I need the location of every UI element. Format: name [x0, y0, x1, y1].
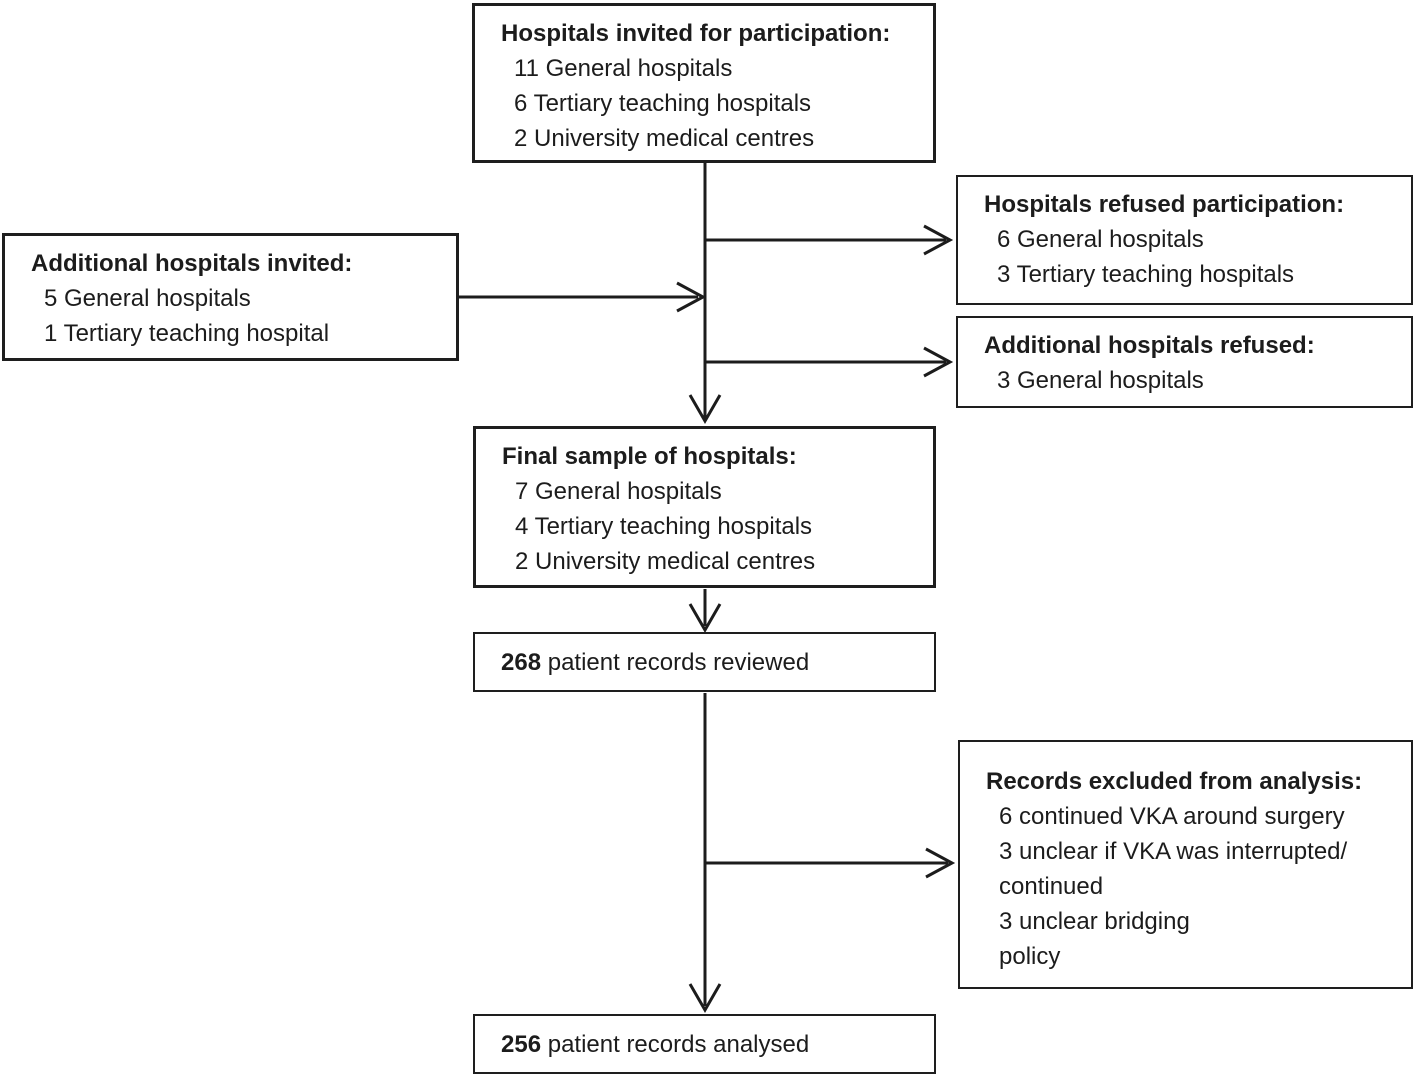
records-analysed-count: 256: [501, 1030, 542, 1058]
arrow-branch-refused: [705, 224, 954, 256]
box-final-sample-item: 7 General hospitals: [515, 478, 722, 505]
box-hospitals-invited-item: 2 University medical centres: [514, 125, 815, 152]
box-final-sample-item: 4 Tertiary teaching hospitals: [515, 513, 813, 540]
box-hospitals-refused-item: 3 Tertiary teaching hospitals: [997, 261, 1295, 288]
box-records-excluded-item: continued: [999, 873, 1104, 900]
box-records-excluded: Records excluded from analysis: 6 contin…: [958, 740, 1413, 989]
box-additional-hospitals-invited-item: 5 General hospitals: [44, 285, 251, 312]
box-additional-hospitals-invited-title: Additional hospitals invited:: [31, 250, 353, 277]
box-records-excluded-item: policy: [999, 943, 1061, 970]
box-records-excluded-item: 6 continued VKA around surgery: [999, 803, 1345, 830]
arrow-additional-invited-to-main: [459, 281, 707, 313]
records-reviewed-count: 268: [501, 648, 542, 676]
arrow-invited-to-final: [688, 163, 722, 425]
records-reviewed-label: patient records reviewed: [541, 648, 810, 676]
box-hospitals-invited-item: 11 General hospitals: [514, 55, 733, 82]
box-hospitals-refused: Hospitals refused participation: 6 Gener…: [956, 175, 1413, 305]
box-hospitals-invited-item: 6 Tertiary teaching hospitals: [514, 90, 812, 117]
box-final-sample: Final sample of hospitals: 7 General hos…: [473, 426, 936, 588]
box-records-excluded-title: Records excluded from analysis:: [986, 768, 1363, 795]
box-final-sample-title: Final sample of hospitals:: [502, 443, 797, 470]
arrow-reviewed-to-analysed: [688, 693, 722, 1014]
box-records-excluded-item: 3 unclear if VKA was interrupted/: [999, 838, 1348, 865]
box-hospitals-refused-title: Hospitals refused participation:: [984, 191, 1345, 218]
arrow-final-to-reviewed: [688, 589, 722, 634]
box-records-reviewed: 268 patient records reviewed: [473, 632, 936, 692]
box-additional-hospitals-refused-title: Additional hospitals refused:: [984, 332, 1315, 359]
records-analysed-label: patient records analysed: [541, 1030, 810, 1058]
arrow-branch-additional-refused: [705, 346, 954, 378]
box-hospitals-refused-item: 6 General hospitals: [997, 226, 1204, 253]
arrow-branch-excluded: [705, 847, 956, 879]
box-records-analysed: 256 patient records analysed: [473, 1014, 936, 1074]
box-additional-hospitals-refused-item: 3 General hospitals: [997, 367, 1204, 394]
box-hospitals-invited: Hospitals invited for participation: 11 …: [472, 3, 936, 163]
box-additional-hospitals-invited: Additional hospitals invited: 5 General …: [2, 233, 459, 361]
box-hospitals-invited-title: Hospitals invited for participation:: [501, 20, 891, 47]
box-additional-hospitals-refused: Additional hospitals refused: 3 General …: [956, 316, 1413, 408]
box-additional-hospitals-invited-item: 1 Tertiary teaching hospital: [44, 320, 330, 347]
box-records-excluded-item: 3 unclear bridging: [999, 908, 1190, 935]
box-final-sample-item: 2 University medical centres: [515, 548, 816, 575]
